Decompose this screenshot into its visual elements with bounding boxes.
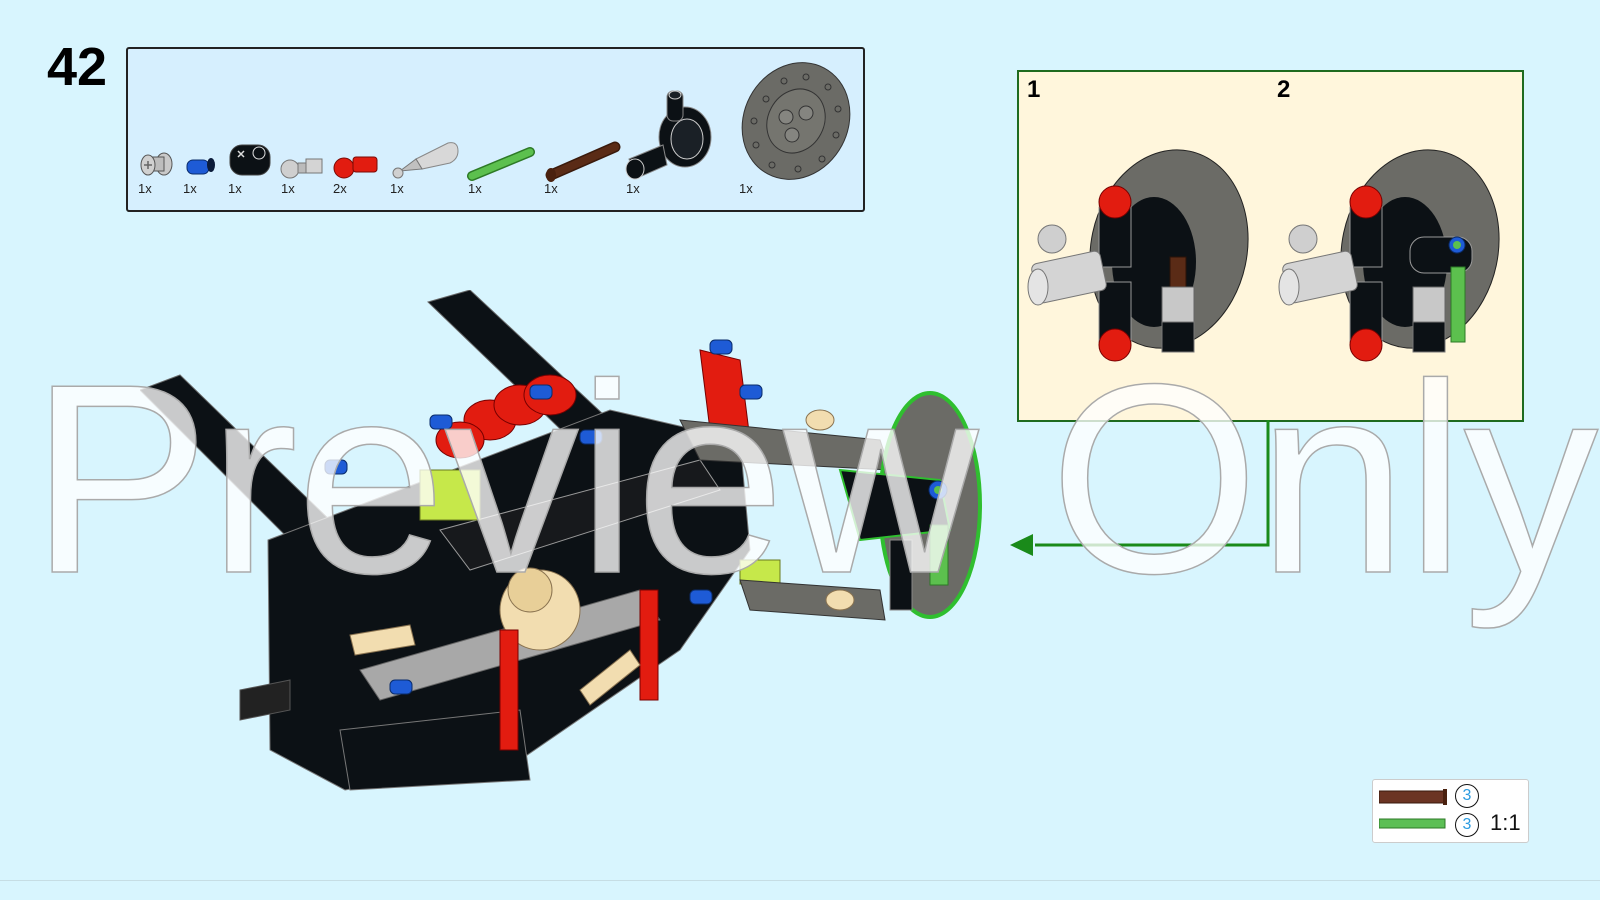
- legend-length-badge: 3: [1455, 813, 1479, 837]
- part-light-gray-bush: [138, 149, 174, 181]
- arrow-left-icon: [1010, 420, 1270, 556]
- part-gray-shock: [388, 137, 463, 183]
- part-qty: 1x: [390, 181, 404, 196]
- step-number: 42: [47, 37, 108, 97]
- part-qty: 1x: [228, 181, 242, 196]
- part-qty: 1x: [468, 181, 482, 196]
- sub-step-1-illustration: [1024, 147, 1254, 377]
- legend-length-badge: 3: [1455, 784, 1479, 808]
- page-bottom-divider: [0, 880, 1600, 881]
- part-gray-ball-joint: [280, 149, 328, 181]
- shock-part-icon: [392, 142, 459, 179]
- sub-assembly-callout: 1 2: [1017, 70, 1524, 422]
- part-brake-disc: [736, 59, 856, 184]
- legend-brown-axle: [1379, 789, 1449, 805]
- legend-scale: 1:1: [1490, 810, 1521, 835]
- callout-arrow: [1005, 420, 1275, 560]
- part-qty: 2x: [333, 181, 347, 196]
- ball-joint-icon: [333, 156, 378, 179]
- legend-green-axle: [1379, 818, 1449, 830]
- brake-disc-icon: [741, 62, 851, 180]
- bush-icon: [140, 152, 173, 176]
- part-qty: 1x: [138, 181, 152, 196]
- pin-icon: [186, 158, 215, 175]
- sub-step-2-label: 2: [1277, 76, 1291, 103]
- part-qty: 1x: [183, 181, 197, 196]
- sub-step-1-label: 1: [1027, 76, 1041, 103]
- part-red-ball-joint: [333, 147, 383, 181]
- part-green-axle: [466, 144, 538, 184]
- axle-icon: [467, 147, 535, 181]
- part-qty: 1x: [626, 181, 640, 196]
- parts-list: 1x 1x 1x 1x 2x: [126, 47, 865, 212]
- brown-axle-icon: [1379, 789, 1447, 805]
- part-qty: 1x: [281, 181, 295, 196]
- ball-joint-icon: [280, 158, 323, 179]
- technic-chassis-illustration: [140, 290, 982, 791]
- liftarm-icon: [229, 144, 271, 176]
- part-black-liftarm: [228, 137, 274, 181]
- sub-step-2-illustration: [1275, 147, 1505, 377]
- main-assembly-model: [140, 290, 1000, 800]
- part-qty: 1x: [739, 181, 753, 196]
- part-blue-pin: [183, 154, 219, 180]
- hub-assembly-icon: [1027, 149, 1249, 362]
- part-black-steering-hub: [623, 87, 723, 183]
- part-qty: 1x: [544, 181, 558, 196]
- steering-hub-icon: [625, 90, 712, 180]
- axle-length-legend: 3 3 1:1: [1372, 779, 1529, 843]
- green-axle-icon: [1379, 818, 1446, 829]
- part-brown-axle: [543, 137, 623, 185]
- hub-assembly-icon: [1278, 149, 1500, 362]
- axle-icon: [545, 141, 621, 182]
